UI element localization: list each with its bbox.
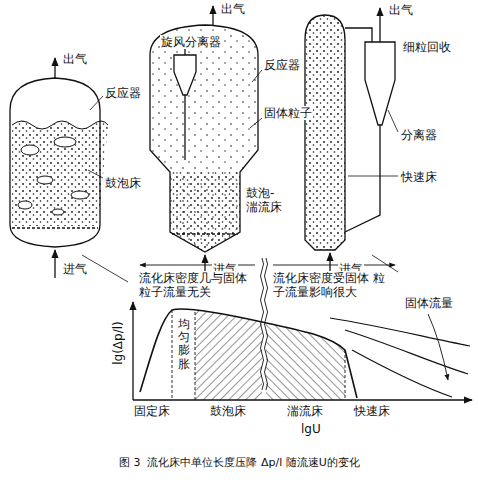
figure-caption: 图 3 流化床中单位长度压降 Δp/l 随流速U的变化 xyxy=(118,456,361,470)
region-label: 快速床 xyxy=(353,404,391,418)
region-label: 固定床 xyxy=(133,404,171,418)
bed-label: 鼓泡床 xyxy=(104,176,142,190)
part-label: 反应器 xyxy=(104,86,142,100)
outlet-label: 出气 xyxy=(388,3,414,17)
part-label: 分离器 xyxy=(400,128,438,142)
outlet-label: 出气 xyxy=(220,2,246,16)
part-label: 反应器 xyxy=(263,58,301,72)
region-note: 流化床密度受固体 粒子流量影响很大 xyxy=(272,271,390,299)
region-note: 流化床密度几与固体 粒子流量无关 xyxy=(138,271,256,299)
region-label: 均匀膨胀 xyxy=(177,318,191,371)
region-label: 湍流床 xyxy=(286,404,324,418)
inlet-label: 进气 xyxy=(62,262,88,276)
bed-label: 鼓泡- 湍流床 xyxy=(245,186,291,214)
axis-label: lgU xyxy=(300,422,322,436)
part-label: 细粒回收 xyxy=(402,40,452,54)
bed-label: 快速床 xyxy=(400,170,438,184)
flux-label: 固体流量 xyxy=(404,296,454,310)
outlet-label: 出气 xyxy=(62,52,88,66)
part-label: 固体粒子 xyxy=(263,106,313,120)
part-label: 旋风分离器 xyxy=(160,35,222,49)
region-label: 鼓泡床 xyxy=(209,404,247,418)
axis-label: lg(Δp/l) xyxy=(111,320,125,366)
